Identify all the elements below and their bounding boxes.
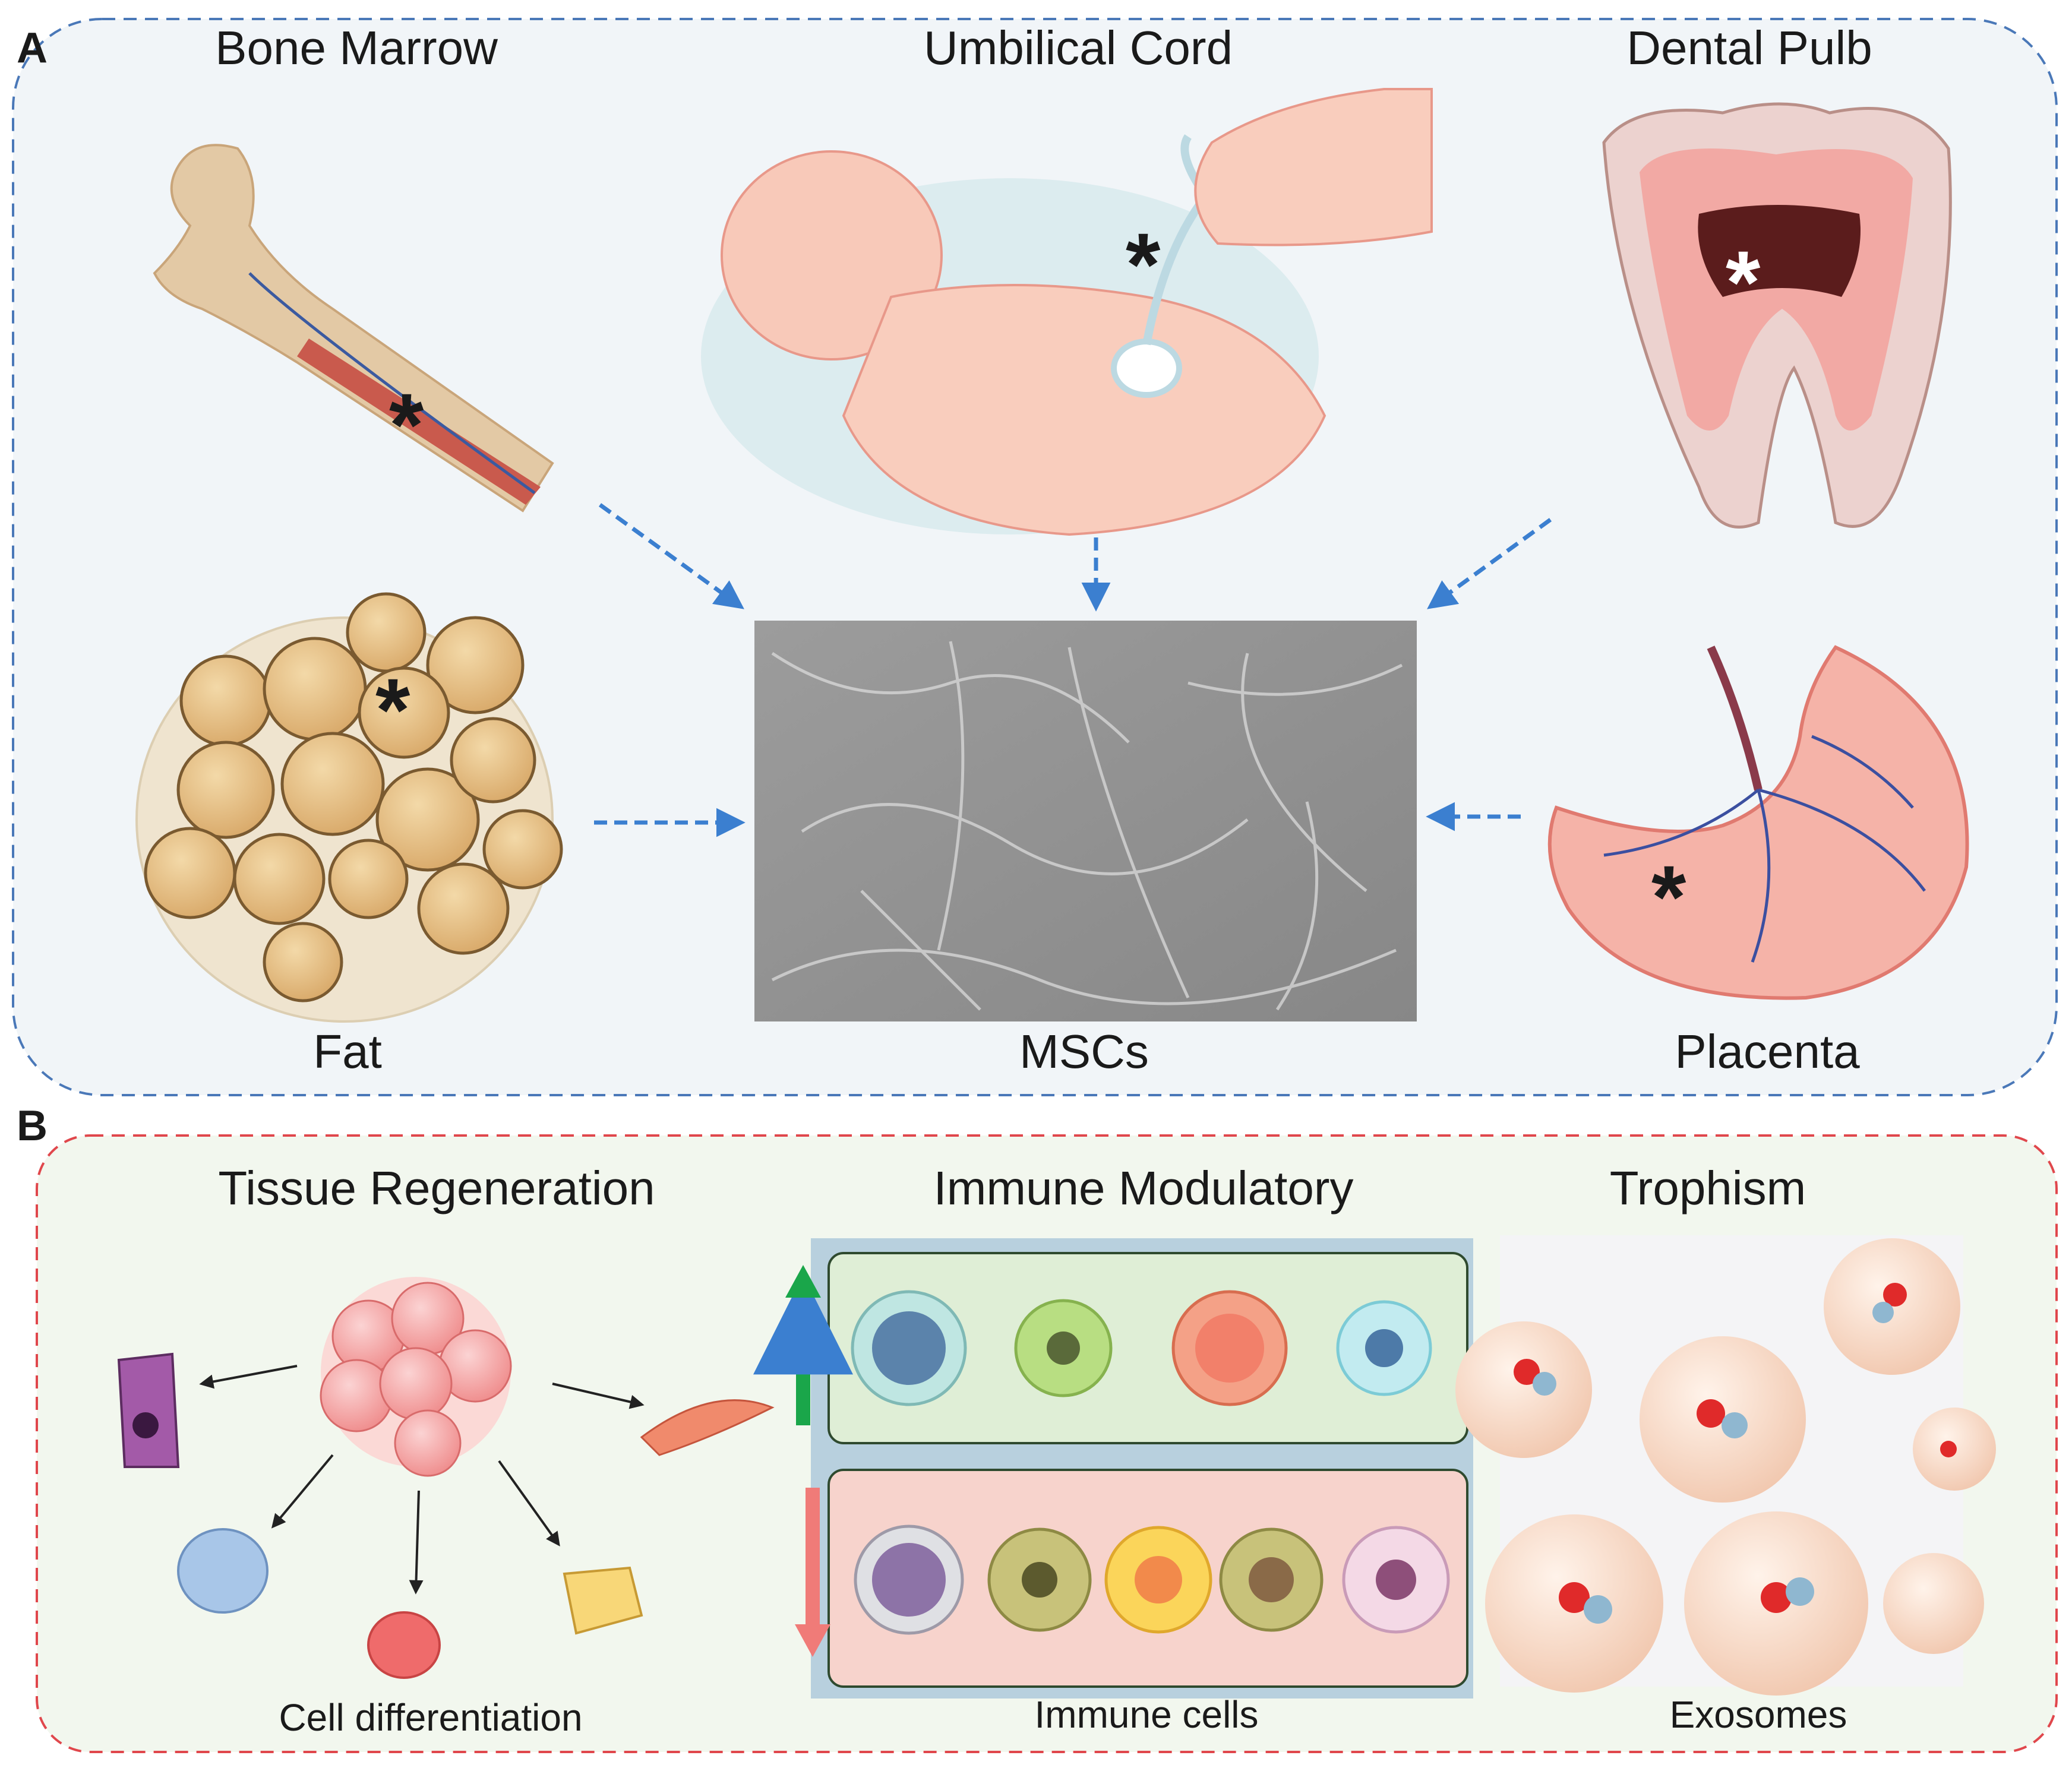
source-arrows: [594, 503, 1552, 837]
tooth-illustration: [1602, 102, 1952, 529]
immune-cells-illustration: [753, 1238, 1473, 1699]
placenta-marker: *: [1651, 847, 1686, 947]
fat-illustration: [135, 592, 563, 1023]
dental-pulp-marker: *: [1726, 232, 1761, 332]
umbilical-cord-label: Umbilical Cord: [923, 21, 1233, 74]
fat-marker: *: [375, 660, 410, 760]
trophism-title: Trophism: [1609, 1162, 1806, 1214]
bone-illustration: [153, 144, 554, 513]
panel-a-letter: A: [17, 24, 48, 72]
exosomes-caption: Exosomes: [1669, 1693, 1847, 1736]
placenta-illustration: [1547, 645, 1969, 1000]
dental-pulp-label: Dental Pulb: [1626, 21, 1872, 74]
immune-cells-caption: Immune cells: [1034, 1693, 1259, 1736]
placenta-label: Placenta: [1675, 1025, 1860, 1078]
msc-micrograph: [754, 621, 1417, 1021]
tissue-regeneration-title: Tissue Regeneration: [218, 1162, 655, 1214]
mscs-label: MSCs: [1019, 1025, 1149, 1078]
umbilical-cord-marker: *: [1126, 214, 1161, 314]
bone-marrow-label: Bone Marrow: [215, 21, 498, 74]
bone-marrow-marker: *: [389, 375, 424, 475]
exosomes-illustration: [1455, 1235, 1996, 1696]
panel-b-letter: B: [17, 1102, 48, 1150]
immune-modulatory-title: Immune Modulatory: [933, 1162, 1354, 1214]
cell-differentiation-caption: Cell differentiation: [279, 1696, 583, 1739]
fat-label: Fat: [313, 1025, 382, 1078]
baby-illustration: [701, 88, 1433, 536]
cell-differentiation-illustration: [117, 1277, 775, 1679]
